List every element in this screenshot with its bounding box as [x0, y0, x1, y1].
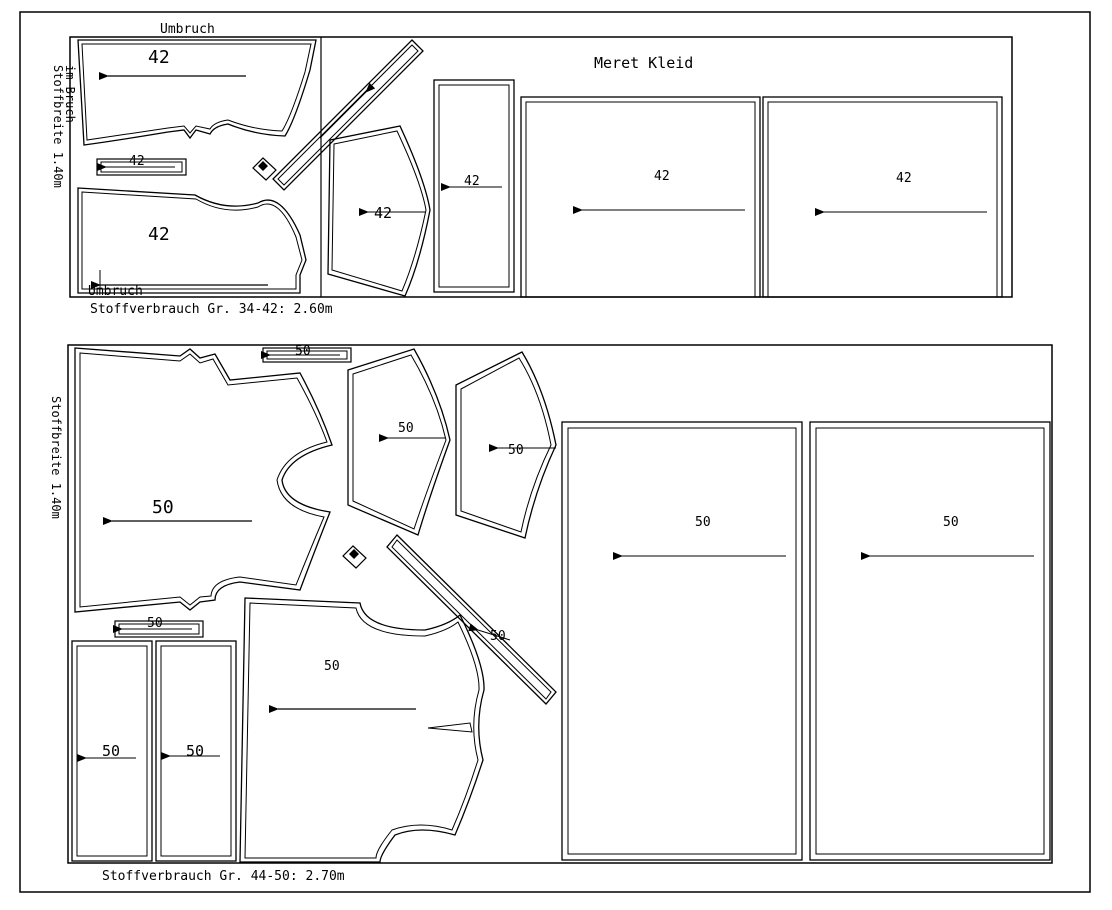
- pattern-piece-bodice-front-bottom: 50: [239, 597, 485, 863]
- fabric-panel-bottom: [67, 344, 1053, 864]
- svg-text:50: 50: [398, 421, 414, 436]
- svg-text:im Bruch: im Bruch: [63, 65, 77, 123]
- pattern-piece-bodice-front: 42: [77, 187, 307, 294]
- pattern-piece-band-bottom-1: 50: [71, 640, 153, 862]
- pattern-piece-skirt-b-top: 42: [762, 96, 1003, 298]
- pattern-piece-loop-top: [252, 157, 277, 181]
- consumption-label-bottom: Stoffverbrauch Gr. 44-50: 2.70m: [102, 869, 345, 884]
- pattern-piece-bodice-back-bottom: 50: [74, 347, 333, 613]
- svg-text:50: 50: [295, 344, 311, 359]
- layout-top: Umbruch Umbruch Meret Kleid Stoffbreite …: [51, 22, 1013, 317]
- svg-text:50: 50: [943, 515, 959, 530]
- pattern-piece-strip-top: 42: [96, 154, 187, 176]
- pattern-piece-sleeve-top: 42: [327, 125, 431, 297]
- consumption-label-top: Stoffverbrauch Gr. 34-42: 2.60m: [90, 302, 333, 317]
- pattern-piece-bias-strip-bottom: 50: [386, 534, 557, 705]
- pattern-piece-band-top: 42: [433, 79, 515, 293]
- pattern-piece-sleeve-bottom-1: 50: [347, 348, 451, 536]
- svg-text:50: 50: [490, 629, 506, 644]
- pattern-piece-sleeve-bottom-2: 50: [455, 351, 557, 539]
- pattern-piece-skirt-a-bottom: 50: [561, 421, 803, 861]
- svg-text:42: 42: [129, 154, 145, 169]
- svg-text:50: 50: [152, 497, 174, 518]
- svg-text:42: 42: [374, 204, 392, 222]
- layout-bottom: Stoffbreite 1.40m Stoffverbrauch Gr. 44-…: [49, 344, 1053, 884]
- svg-text:50: 50: [186, 742, 204, 760]
- svg-text:42: 42: [654, 169, 670, 184]
- svg-text:50: 50: [695, 515, 711, 530]
- pattern-piece-band-bottom-2: 50: [155, 640, 237, 862]
- svg-text:50: 50: [508, 443, 524, 458]
- svg-text:50: 50: [147, 616, 163, 631]
- sheet-border: [19, 11, 1091, 893]
- svg-text:42: 42: [464, 174, 480, 189]
- pattern-piece-strip-bottom-1: 50: [261, 344, 352, 363]
- svg-text:42: 42: [148, 47, 170, 68]
- svg-text:42: 42: [148, 224, 170, 245]
- svg-text:50: 50: [324, 659, 340, 674]
- pattern-title: Meret Kleid: [594, 54, 693, 72]
- svg-text:42: 42: [896, 171, 912, 186]
- pattern-piece-bodice-back: 42: [77, 39, 317, 146]
- svg-text:Stoffbreite 1.40m: Stoffbreite 1.40m: [49, 396, 63, 519]
- fold-label-top: Umbruch: [160, 22, 215, 37]
- pattern-piece-skirt-a-top: 42: [520, 96, 761, 298]
- pattern-piece-loop-bottom: [342, 545, 367, 569]
- pattern-piece-strip-bottom-2: 50: [113, 616, 204, 638]
- fabric-width-label-top: Stoffbreite 1.40m im Bruch: [51, 65, 77, 188]
- svg-text:Stoffbreite 1.40m: Stoffbreite 1.40m: [51, 65, 65, 188]
- pattern-piece-bias-strip-top: [272, 39, 424, 191]
- pattern-piece-skirt-b-bottom: 50: [809, 421, 1051, 861]
- fabric-width-label-bottom: Stoffbreite 1.40m: [49, 396, 63, 519]
- fold-label-bottom: Umbruch: [88, 284, 143, 299]
- svg-text:50: 50: [102, 742, 120, 760]
